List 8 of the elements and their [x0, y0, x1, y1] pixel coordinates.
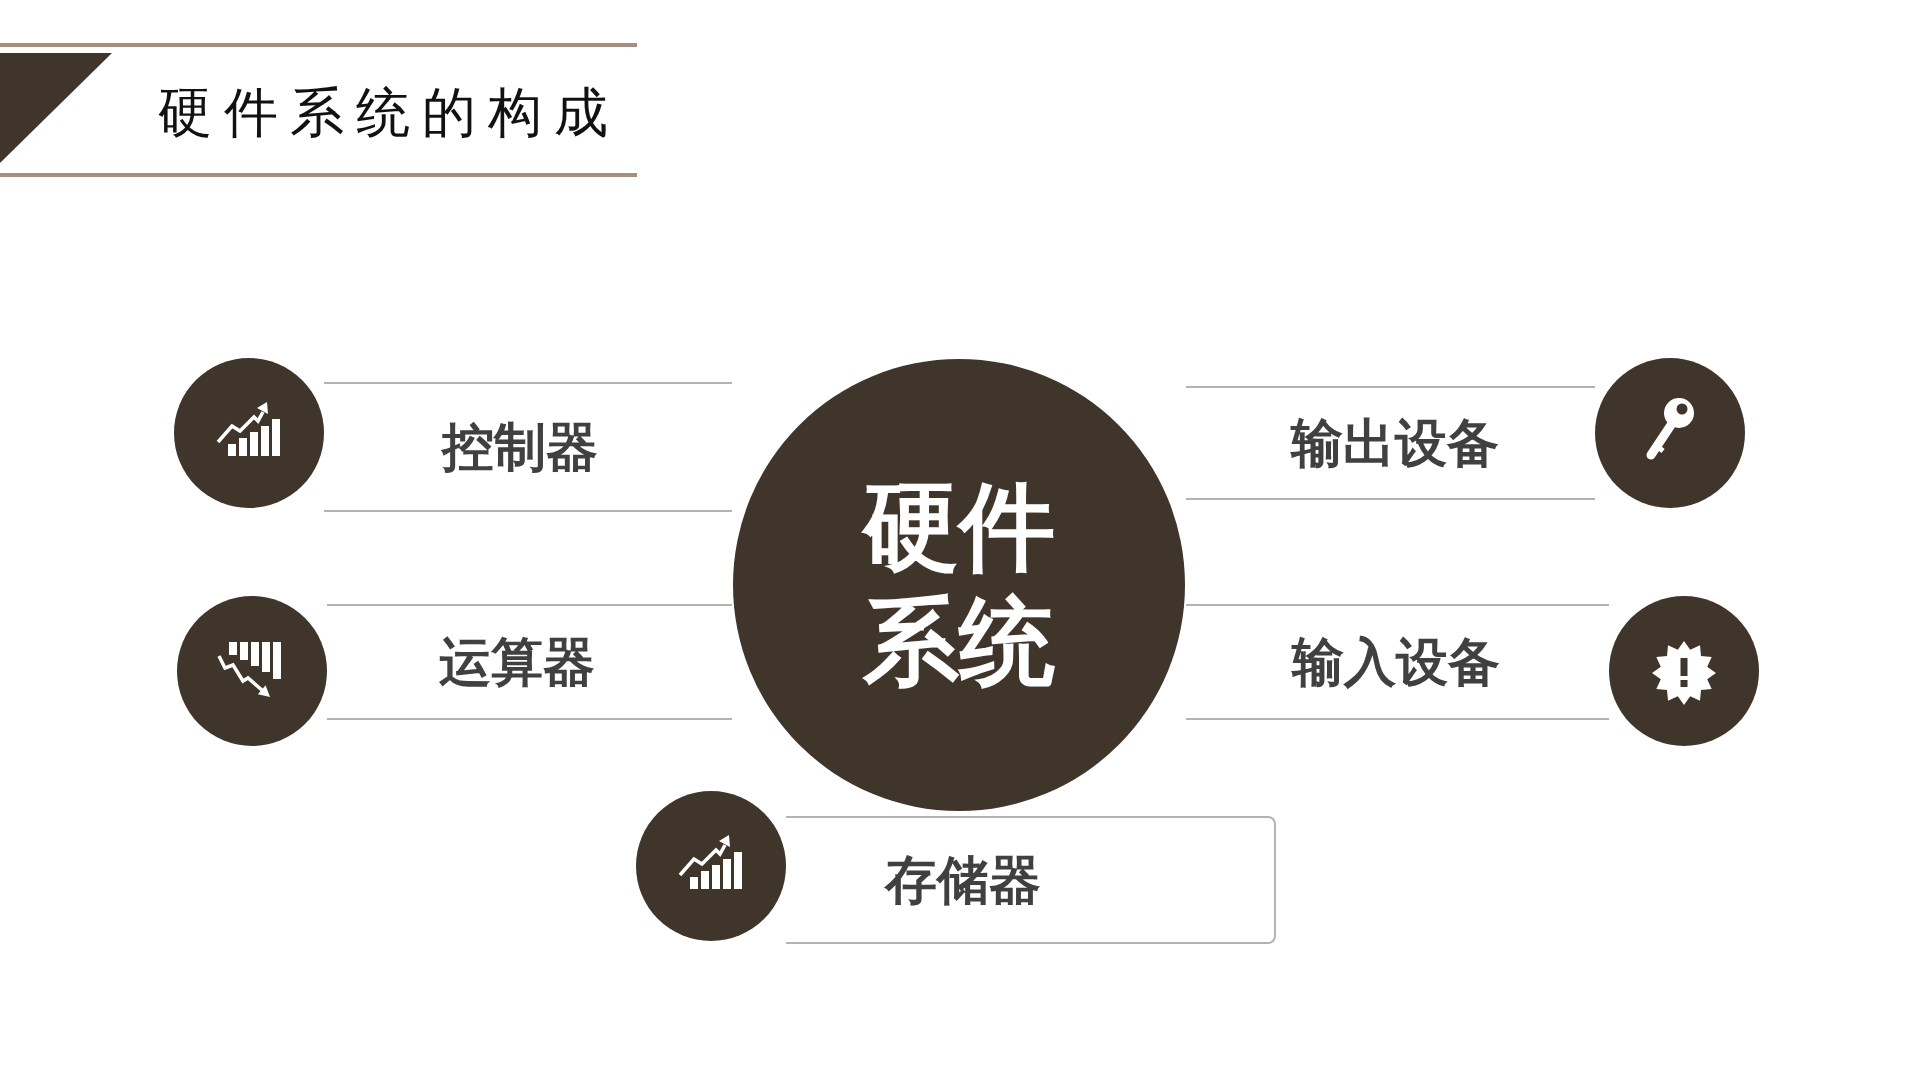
hub-label: 硬件系统 [860, 469, 1056, 700]
component-box [786, 816, 1276, 944]
component-label: 控制器 [442, 415, 598, 479]
component-label: 存储器 [885, 848, 1041, 912]
component-label: 输出设备 [1291, 411, 1499, 475]
component-label: 输入设备 [1292, 630, 1500, 694]
component-label: 运算器 [439, 630, 595, 694]
slide-title: 硬件系统的构成 [158, 80, 620, 146]
